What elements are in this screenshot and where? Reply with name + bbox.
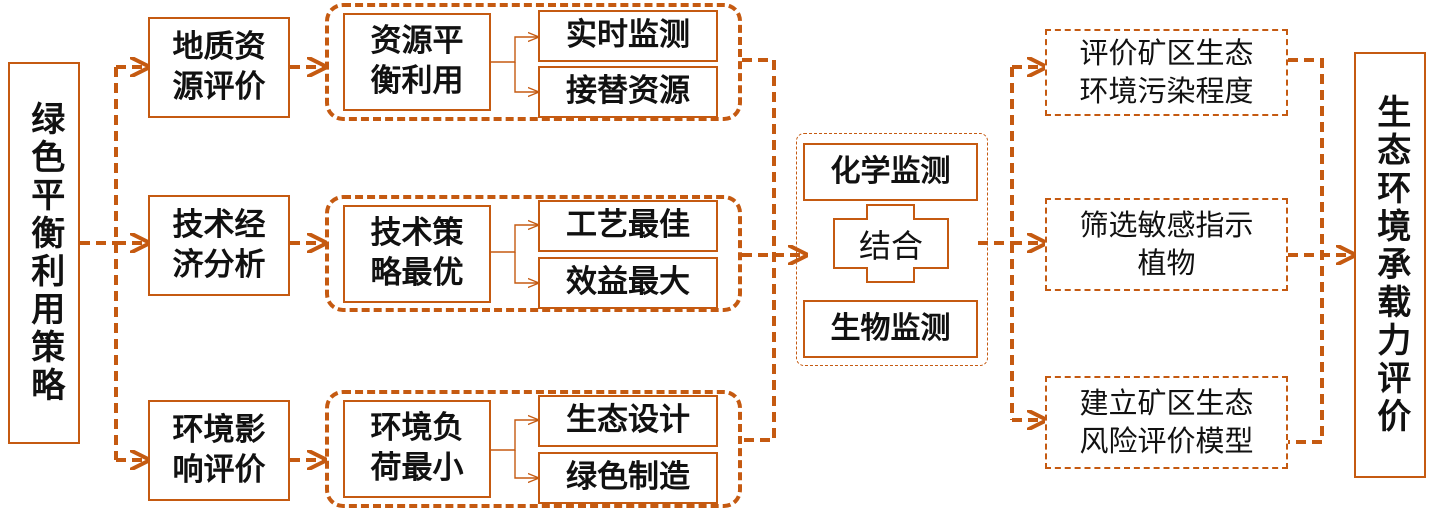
edge-env-to-design	[491, 420, 538, 451]
monitoring-group	[796, 133, 988, 366]
combine-label: 结合	[858, 226, 923, 265]
best-process-box: 工艺最佳	[538, 200, 718, 252]
replace-resource-box: 接替资源	[538, 66, 718, 118]
capacity-eval-box: 生态环境承载力评价	[1354, 52, 1426, 478]
eco-design-box: 生态设计	[538, 395, 718, 447]
green-manufacture-box: 绿色制造	[538, 452, 718, 504]
resource-group	[325, 3, 742, 121]
realtime-monitor-box: 实时监测	[538, 10, 718, 62]
chem-monitor-box: 化学监测	[803, 143, 978, 201]
edge-resource-to-realtime	[491, 37, 538, 63]
combine-cross-shape	[833, 204, 949, 283]
edge-tech-to-best	[491, 225, 538, 253]
bio-monitor-box: 生物监测	[803, 300, 978, 358]
edge-groups-merge	[742, 58, 776, 442]
screen-plants-box: 筛选敏感指示 植物	[1045, 198, 1288, 291]
geo-eval-box: 地质资 源评价	[148, 17, 290, 118]
edge-env-to-manufacture	[514, 450, 538, 478]
max-benefit-box: 效益最大	[538, 257, 718, 309]
edge-resource-to-replace	[514, 62, 538, 92]
tech-econ-box: 技术经 济分析	[148, 195, 290, 296]
edge-evals-merge	[1288, 58, 1324, 444]
tech-group	[325, 195, 742, 312]
eval-pollution-box: 评价矿区生态 环境污染程度	[1045, 29, 1288, 116]
tech-strategy-box: 技术策 略最优	[343, 205, 491, 303]
risk-model-box: 建立矿区生态 风险评价模型	[1045, 376, 1288, 469]
env-group	[325, 390, 742, 508]
env-load-box: 环境负 荷最小	[343, 400, 491, 498]
env-impact-box: 环境影 响评价	[148, 400, 290, 501]
resource-balance-box: 资源平 衡利用	[343, 13, 491, 111]
edge-tech-to-benefit	[514, 252, 538, 283]
strategy-box: 绿色平衡利用策略	[8, 62, 80, 444]
